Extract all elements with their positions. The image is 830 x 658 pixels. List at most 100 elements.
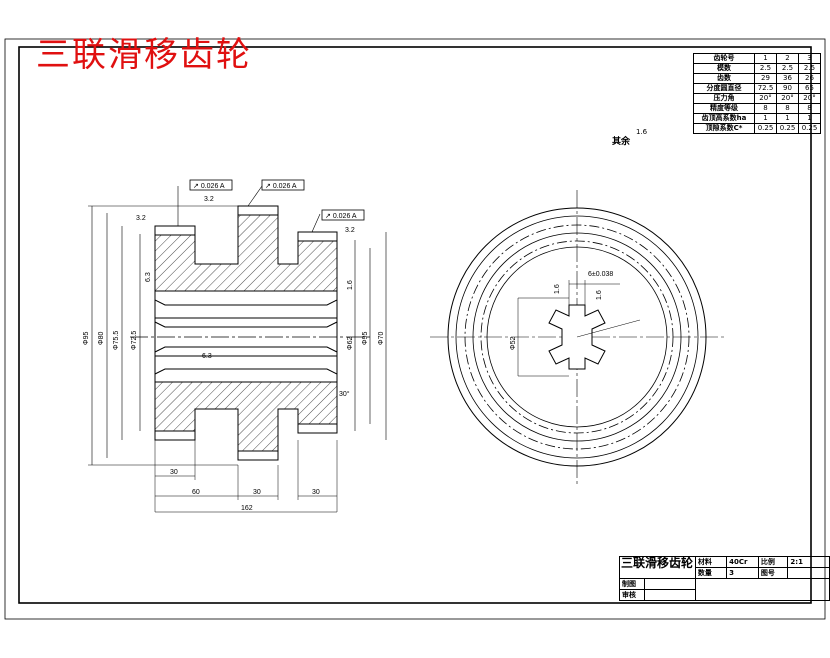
roughness-7: 1.6 xyxy=(596,290,603,300)
keyway-tolerance: 6±0.038 xyxy=(588,271,613,278)
inner-border xyxy=(18,46,812,604)
param-value: 8 xyxy=(776,103,799,114)
param-value: 1 xyxy=(776,113,799,124)
tb-drawing-no xyxy=(787,567,830,579)
dim-right-0: Φ62 xyxy=(347,337,354,350)
surface-note-roughness: 1.6 xyxy=(636,128,648,136)
param-label: 顶隙系数C* xyxy=(693,123,755,134)
roughness-0: 3.2 xyxy=(204,196,214,203)
param-value: 36 xyxy=(776,73,799,84)
dim-left-0: Φ95 xyxy=(83,332,90,345)
param-value: 1 xyxy=(798,113,821,124)
param-value: 0.25 xyxy=(776,123,799,134)
param-value: 26 xyxy=(798,73,821,84)
param-value: 65 xyxy=(798,83,821,94)
param-value: 8 xyxy=(798,103,821,114)
tooth-3-top xyxy=(297,231,338,242)
param-label: 分度圆直径 xyxy=(693,83,755,94)
roughness-3: 6.3 xyxy=(145,272,152,282)
param-label: 齿顶高系数ha xyxy=(693,113,755,124)
param-value: 0.25 xyxy=(798,123,821,134)
gear-body-lower xyxy=(154,381,338,459)
tb-drawn-label: 制图 xyxy=(620,579,645,589)
tb-name-cell xyxy=(619,556,696,568)
dimension-labels: Φ95 Φ80 Φ75.5 Φ72.5 Φ62 Φ95 Φ70 30 60 30… xyxy=(83,183,613,512)
tb-material-label: 材料 xyxy=(694,556,728,568)
bore-chamfer-bottom xyxy=(154,368,338,383)
dim-misc-0: 30° xyxy=(339,390,350,398)
table-row: 数量 3 图号 xyxy=(619,567,830,579)
tb-scale-label: 比例 xyxy=(757,556,789,568)
tooth-2-top xyxy=(237,205,279,216)
table-row: 材料 40Cr 比例 2:1 xyxy=(619,556,830,568)
tb-checked-label: 审核 xyxy=(620,590,645,600)
tb-material: 40Cr xyxy=(726,556,759,568)
dim-h-4: 162 xyxy=(241,505,253,512)
tol-frame-0: ↗ 0.026 A xyxy=(193,183,225,190)
tb-name-cell-2 xyxy=(619,567,696,579)
dim-h-0: 30 xyxy=(170,469,178,476)
roughness-1: 3.2 xyxy=(136,215,146,222)
tol-frame-2: ↗ 0.026 A xyxy=(325,213,357,220)
tooth-1-bottom xyxy=(154,430,196,441)
gear-side-view xyxy=(430,190,724,484)
gear-body-upper xyxy=(154,212,338,292)
dim-right-2: Φ70 xyxy=(378,332,385,345)
tooth-2-bottom xyxy=(237,450,279,461)
param-value: 20° xyxy=(754,93,777,104)
param-value: 20° xyxy=(798,93,821,104)
title-block: 材料 40Cr 比例 2:1 数量 3 图号 制图 审核 xyxy=(619,556,830,601)
param-label: 齿轮号 xyxy=(693,53,755,64)
table-row: 制图 xyxy=(619,578,830,601)
bore-dim: Φ52 xyxy=(510,337,517,350)
dim-right-1: Φ95 xyxy=(362,332,369,345)
param-label: 精度等级 xyxy=(693,103,755,114)
param-label: 压力角 xyxy=(693,93,755,104)
param-value: 1 xyxy=(754,53,777,64)
tb-checked-row: 审核 xyxy=(619,589,696,601)
roughness-6: 1.6 xyxy=(554,284,561,294)
surface-note-label: 其余 xyxy=(612,137,631,147)
tb-drawing-no-label: 图号 xyxy=(757,567,789,579)
dim-h-1: 60 xyxy=(192,489,200,496)
tb-qty-label: 数量 xyxy=(694,567,728,579)
param-value: 90 xyxy=(776,83,799,94)
tooth-3-bottom xyxy=(297,423,338,434)
tooth-1-top xyxy=(154,225,196,236)
outer-border xyxy=(4,38,826,620)
param-value: 1 xyxy=(754,113,777,124)
param-label: 齿数 xyxy=(693,73,755,84)
param-value: 29 xyxy=(754,73,777,84)
table-row: 审核 xyxy=(619,589,830,601)
param-value: 8 xyxy=(754,103,777,114)
roughness-4: 6.3 xyxy=(202,353,212,360)
dim-left-2: Φ75.5 xyxy=(113,331,120,350)
tb-drawn-row: 制图 xyxy=(619,578,696,590)
roughness-2: 3.2 xyxy=(345,227,355,234)
dim-left-3: Φ72.5 xyxy=(131,331,138,350)
dim-h-3: 30 xyxy=(312,489,320,496)
param-value: 2.5 xyxy=(776,63,799,74)
param-value: 20° xyxy=(776,93,799,104)
param-value: 3 xyxy=(798,53,821,64)
param-value: 2.5 xyxy=(798,63,821,74)
dim-left-1: Φ80 xyxy=(98,332,105,345)
tb-scale: 2:1 xyxy=(787,556,830,568)
gear-section-view xyxy=(88,179,387,513)
tb-qty: 3 xyxy=(726,567,759,579)
param-label: 模数 xyxy=(693,63,755,74)
tb-blank xyxy=(694,578,830,601)
bore-chamfer-top xyxy=(154,290,338,306)
param-value: 0.25 xyxy=(754,123,777,134)
